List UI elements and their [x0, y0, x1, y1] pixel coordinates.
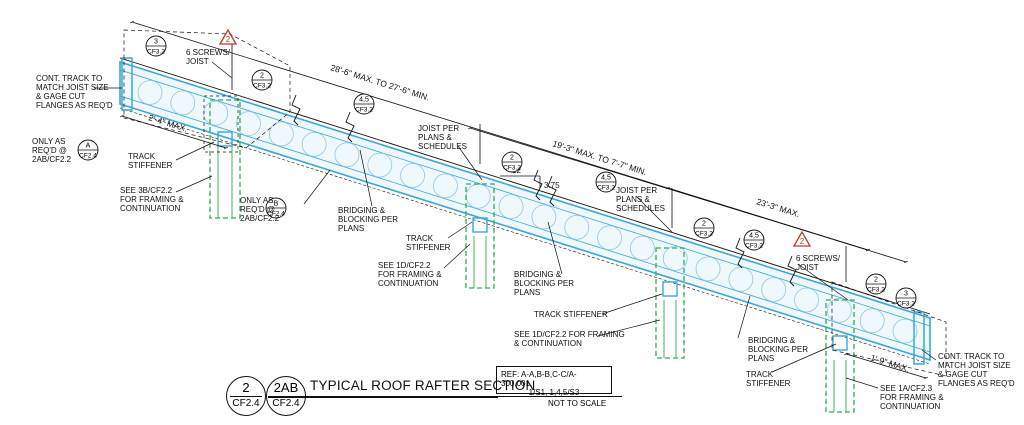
callout-sheet: CF3.2: [147, 49, 165, 56]
callout-number: 3: [154, 39, 158, 46]
callout-sheet: CF3.2: [867, 287, 885, 294]
note-only-as-b: ONLY AS REQ'D @ 2AB/CF2.2: [240, 196, 280, 223]
note-see-3b: SEE 3B/CF2.2 FOR FRAMING & CONTINUATION: [120, 186, 184, 213]
callout-number: 4,5: [749, 233, 759, 240]
callout-number: B: [274, 201, 279, 208]
note-bridging-1: BRIDGING & BLOCKING PER PLANS: [338, 206, 399, 233]
revision-tag-2: 2: [792, 230, 812, 247]
note-see-1a: SEE 1A/CF2.3 FOR FRAMING & CONTINUATION: [880, 384, 944, 411]
note-see-1d-b: SEE 1D/CF2.2 FOR FRAMING & CONTINUATION: [514, 330, 625, 348]
web-hole: [859, 308, 885, 334]
leaders: [94, 61, 937, 389]
callout-number: 2: [874, 277, 878, 284]
callout-sheet: CF3.2: [695, 231, 713, 238]
callout-number: 2: [510, 155, 514, 162]
callout-sheet: CF2.4: [267, 211, 285, 218]
dim-right-overhang: 1'-9" MAX.: [869, 352, 910, 373]
callout-sheet: CF3.2: [897, 301, 915, 308]
callout-bubble: A CF2.4: [77, 139, 99, 161]
reference-line-1: REF: A-A,B-B,C-C/A-300.001,: [501, 370, 577, 388]
reference-line-2: 1/S1, 1,4,5/S3: [528, 388, 580, 397]
callout-sheet: CF3.2: [597, 185, 615, 192]
note-screws-left: 6 SCREWS/ JOIST: [186, 48, 231, 66]
scale-note: NOT TO SCALE: [548, 399, 607, 408]
reference-box: REF: A-A,B-B,C-C/A-300.001, 1/S1, 1,4,5/…: [496, 366, 612, 397]
note-track-stiffener-4: TRACK STIFFENER: [746, 370, 791, 388]
revision-number: 2: [800, 237, 805, 246]
note-joist-per-1: JOIST PER PLANS & SCHEDULES: [418, 124, 467, 151]
note-joist-per-2: JOIST PER PLANS & SCHEDULES: [616, 186, 665, 213]
note-cont-track-right: CONT. TRACK TO MATCH JOIST SIZE & GAGE C…: [938, 352, 1015, 388]
detail-number-2: 2AB: [273, 380, 299, 395]
note-track-stiffener-1: TRACK STIFFENER: [128, 152, 173, 170]
callout-number: 3: [904, 291, 908, 298]
web-hole: [826, 297, 852, 323]
callout-number: A: [86, 143, 91, 150]
note-screws-right: 6 SCREWS/ JOIST: [796, 254, 841, 272]
note-only-as-a: ONLY AS REQ'D @ 2AB/CF2.2: [32, 137, 72, 164]
detail-sheet: CF2.4: [232, 398, 260, 409]
note-bridging-2: BRIDGING & BLOCKING PER PLANS: [514, 270, 575, 297]
callout-sheet: CF3.2: [253, 83, 271, 90]
stud-wall-3: [655, 247, 685, 359]
dim-right: 23'-3" MAX.: [755, 196, 801, 219]
note-track-stiffener-3: TRACK STIFFENER: [534, 310, 608, 319]
callout-sheet: CF3.2: [355, 107, 373, 114]
web-hole: [892, 318, 918, 344]
note-track-stiffener-2: TRACK STIFFENER: [406, 234, 451, 252]
callout-bubbles: 3CF3.22CF3.24,5CF3.22CF3.24,5CF3.22CF3.2…: [77, 35, 917, 309]
callout-sheet: CF3.2: [745, 243, 763, 250]
revision-number: 2: [226, 35, 231, 44]
callout-number: 2: [260, 73, 264, 80]
callout-bubble: B CF2.4: [265, 197, 287, 219]
note-cont-track-left: CONT. TRACK TO MATCH JOIST SIZE & GAGE C…: [36, 74, 113, 110]
dim-overall: 28'-6" MAX. TO 27'-6" MIN.: [329, 62, 430, 102]
callout-number: 2: [702, 221, 706, 228]
slope-run: 3.75: [544, 181, 560, 190]
detail-sheet-2: CF2.4: [272, 398, 300, 409]
callout-sheet: CF2.4: [79, 153, 97, 160]
section-title: TYPICAL ROOF RAFTER SECTION: [310, 378, 536, 393]
callout-sheet: CF3.2: [503, 165, 521, 172]
note-bridging-3: BRIDGING & BLOCKING PER PLANS: [748, 336, 809, 363]
note-see-1d-a: SEE 1D/CF2.2 FOR FRAMING & CONTINUATION: [378, 261, 442, 288]
detail-number: 2: [242, 380, 250, 395]
detail-bubble: 2 CF2.4: [226, 376, 266, 416]
callout-number: 4,5: [359, 97, 369, 104]
dimension-lines: [120, 20, 928, 380]
web-hole: [794, 287, 819, 313]
revision-tag-1: 2: [218, 28, 238, 45]
callout-number: 4,5: [601, 175, 611, 182]
web-hole: [761, 277, 787, 303]
title-underline: [268, 396, 498, 398]
scale-underline: [498, 396, 622, 397]
